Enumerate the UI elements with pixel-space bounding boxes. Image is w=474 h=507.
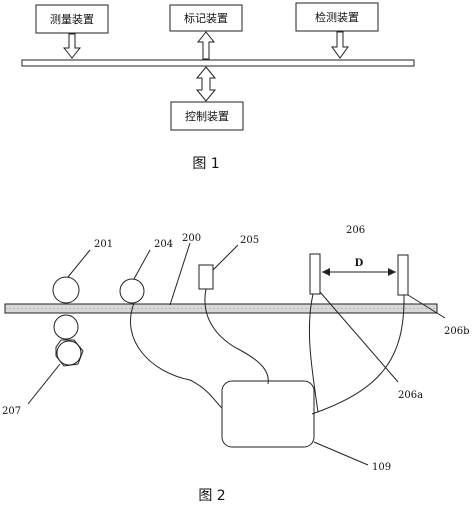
- control-device: 控制装置: [170, 101, 244, 131]
- detect-device: 检测装置: [295, 2, 379, 32]
- roller-207: [55, 339, 84, 367]
- detect-device-label: 检测装置: [315, 10, 359, 24]
- label-109: 109: [372, 462, 391, 473]
- label-206b: 206b: [444, 326, 470, 337]
- label-207: 207: [2, 406, 21, 417]
- label-204: 204: [154, 239, 173, 250]
- wire: [308, 293, 319, 413]
- mark-device: 标记装置: [169, 4, 243, 32]
- roller-204: [119, 278, 145, 304]
- measure-device-label: 测量装置: [50, 13, 94, 26]
- arrow-up-icon: [196, 31, 216, 60]
- figure-1: 测量装置 标记装置 检测装置 控制装置 图 1: [21, 2, 415, 172]
- controller-109: [221, 380, 315, 448]
- label-206a: 206a: [398, 390, 423, 401]
- figure-2: D 201 204 200 205 206 206a 206b 207 109 …: [2, 225, 470, 504]
- double-arrow-icon: [195, 66, 217, 102]
- label-205: 205: [240, 235, 259, 246]
- label-200: 200: [182, 233, 201, 244]
- sensor-206b: [397, 254, 409, 296]
- label-201: 201: [94, 239, 113, 250]
- wire: [204, 288, 269, 385]
- roller-lower: [53, 314, 79, 340]
- label-206: 206: [346, 225, 365, 236]
- wire: [130, 302, 223, 409]
- wire: [311, 294, 405, 415]
- figure-2-caption: 图 2: [198, 488, 225, 504]
- bus-bar: [21, 59, 415, 67]
- arrow-down-icon: [62, 33, 82, 59]
- figure-1-caption: 图 1: [192, 156, 219, 172]
- marking-device-200: [198, 264, 214, 290]
- roller-201: [52, 276, 80, 304]
- control-device-label: 控制装置: [185, 109, 229, 123]
- mark-device-label: 标记装置: [184, 11, 228, 25]
- measure-device: 测量装置: [35, 4, 109, 34]
- distance-label: D: [355, 258, 364, 269]
- arrow-down-icon: [331, 31, 349, 59]
- sensor-206a: [309, 253, 321, 295]
